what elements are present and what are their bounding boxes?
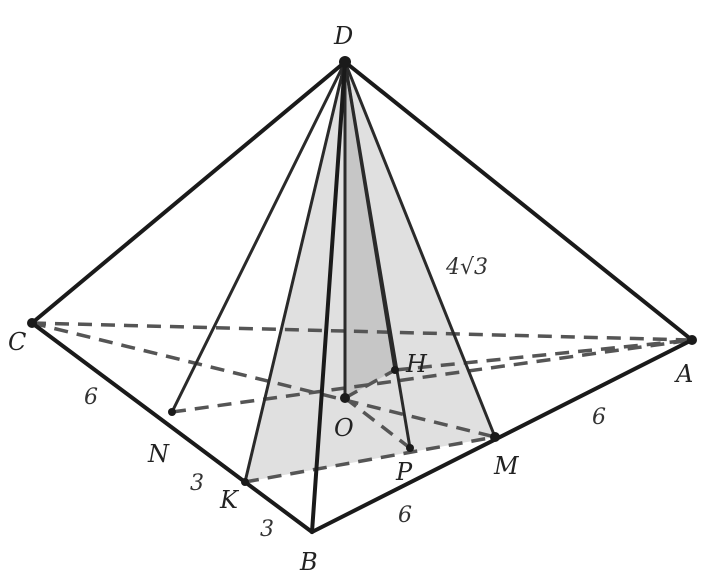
point-p	[406, 444, 414, 452]
label-p: P	[395, 458, 413, 486]
edge-cb	[30, 321, 314, 534]
edge-db	[310, 60, 347, 534]
point-o	[340, 393, 350, 403]
hidden-line-km	[244, 435, 496, 484]
hidden-line-na	[171, 338, 693, 414]
label-b: B	[299, 548, 318, 576]
label-c: C	[8, 328, 26, 356]
label-o: O	[334, 414, 354, 442]
edge-da	[343, 60, 694, 342]
measure-cn: 6	[84, 385, 98, 410]
hidden-line-cm	[31, 321, 496, 439]
edge-dk	[243, 60, 347, 484]
label-n: N	[147, 440, 170, 468]
measure-bp: 6	[398, 503, 412, 528]
label-d: D	[333, 22, 353, 50]
edge-dn	[170, 60, 347, 414]
point-h	[391, 366, 399, 374]
hidden-line-ha	[394, 338, 693, 372]
label-h: H	[405, 350, 428, 378]
measure-edge-da: 4√3	[445, 255, 488, 280]
label-m: M	[493, 452, 520, 480]
point-k	[241, 478, 249, 486]
hidden-line-oh	[344, 368, 396, 400]
edge-dm	[343, 60, 497, 439]
measure-kb: 3	[260, 517, 274, 542]
point-n	[168, 408, 176, 416]
hidden-line-op	[343, 396, 412, 450]
label-a: A	[674, 360, 693, 388]
point-d	[339, 56, 351, 68]
measure-ma: 6	[592, 405, 606, 430]
point-c	[27, 318, 37, 328]
hidden-edge-ca	[31, 321, 693, 342]
measure-nk: 3	[190, 471, 204, 496]
edge-dc	[30, 60, 347, 325]
edge-ba	[310, 338, 694, 534]
label-k: K	[219, 486, 240, 514]
point-a	[687, 335, 697, 345]
edge-dp	[343, 60, 412, 450]
point-m	[490, 432, 500, 442]
